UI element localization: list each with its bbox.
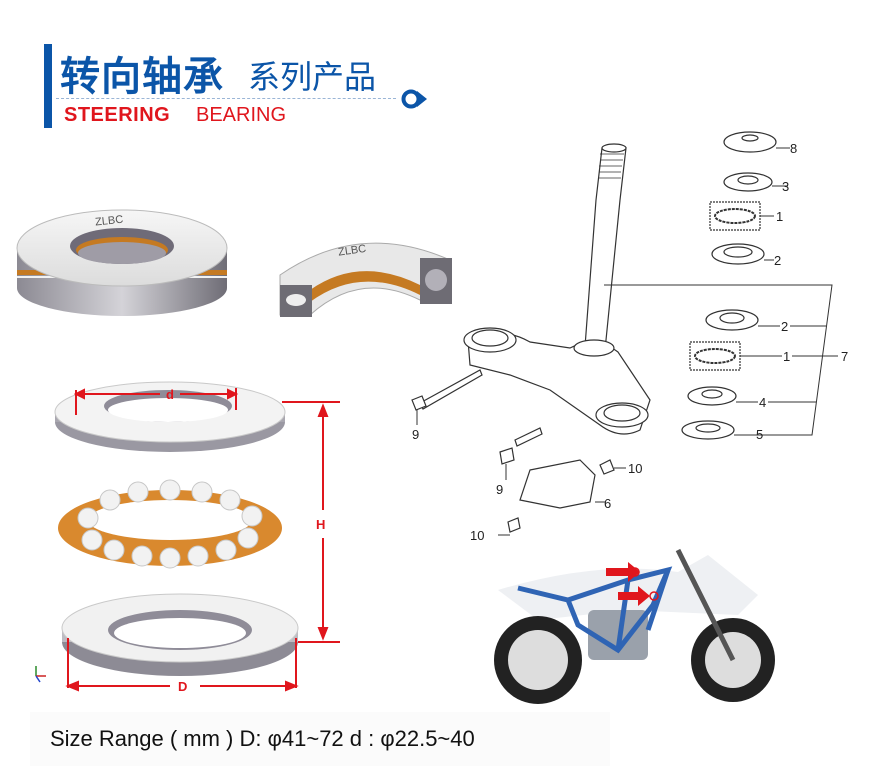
title-en-primary: STEERING (64, 104, 171, 126)
outer-diameter-label: D (178, 679, 187, 694)
callout-10-upper: 10 (628, 461, 642, 476)
svg-text:ZLBC: ZLBC (337, 243, 367, 259)
callout-8: 8 (790, 141, 797, 156)
callout-9-left: 9 (412, 427, 419, 442)
header-accent-bar (44, 44, 52, 128)
thrust-bearing-cutaway-image: ZLBC (279, 242, 452, 317)
callout-5: 5 (756, 427, 763, 442)
callout-10-lower: 10 (470, 528, 484, 543)
svg-text:ZLBC: ZLBC (95, 214, 124, 229)
callout-4: 4 (759, 395, 766, 410)
callout-1-lower: 1 (783, 349, 790, 364)
callout-3: 3 (782, 179, 789, 194)
steering-stem-exploded-diagram: 8 3 1 2 2 1 7 4 5 9 9 10 6 10 (411, 131, 848, 543)
callout-2-lower: 2 (781, 319, 788, 334)
footer-background (30, 712, 610, 766)
inner-diameter-label: d (166, 387, 174, 402)
callout-6: 6 (604, 496, 611, 511)
callout-7: 7 (841, 349, 848, 364)
header-divider (56, 98, 396, 99)
callout-1-upper: 1 (776, 209, 783, 224)
callout-9-lower: 9 (496, 482, 503, 497)
title-cn-secondary: 系列产品 (248, 58, 377, 96)
size-range-text: Size Range ( mm ) D: φ41~72 d : φ22.5~40 (50, 726, 475, 751)
bearing-dimension-diagram: d H D (35, 381, 340, 694)
callout-2-upper: 2 (774, 253, 781, 268)
motorcycle-frame-image (494, 548, 775, 704)
height-label: H (316, 517, 325, 532)
title-en-secondary: BEARING (196, 104, 287, 126)
axis-triad-icon (35, 666, 46, 683)
title-cn-primary: 转向轴承 (60, 54, 224, 100)
thrust-bearing-assembled-image: ZLBC (16, 209, 228, 316)
circle-arrow-right-icon (401, 89, 427, 109)
